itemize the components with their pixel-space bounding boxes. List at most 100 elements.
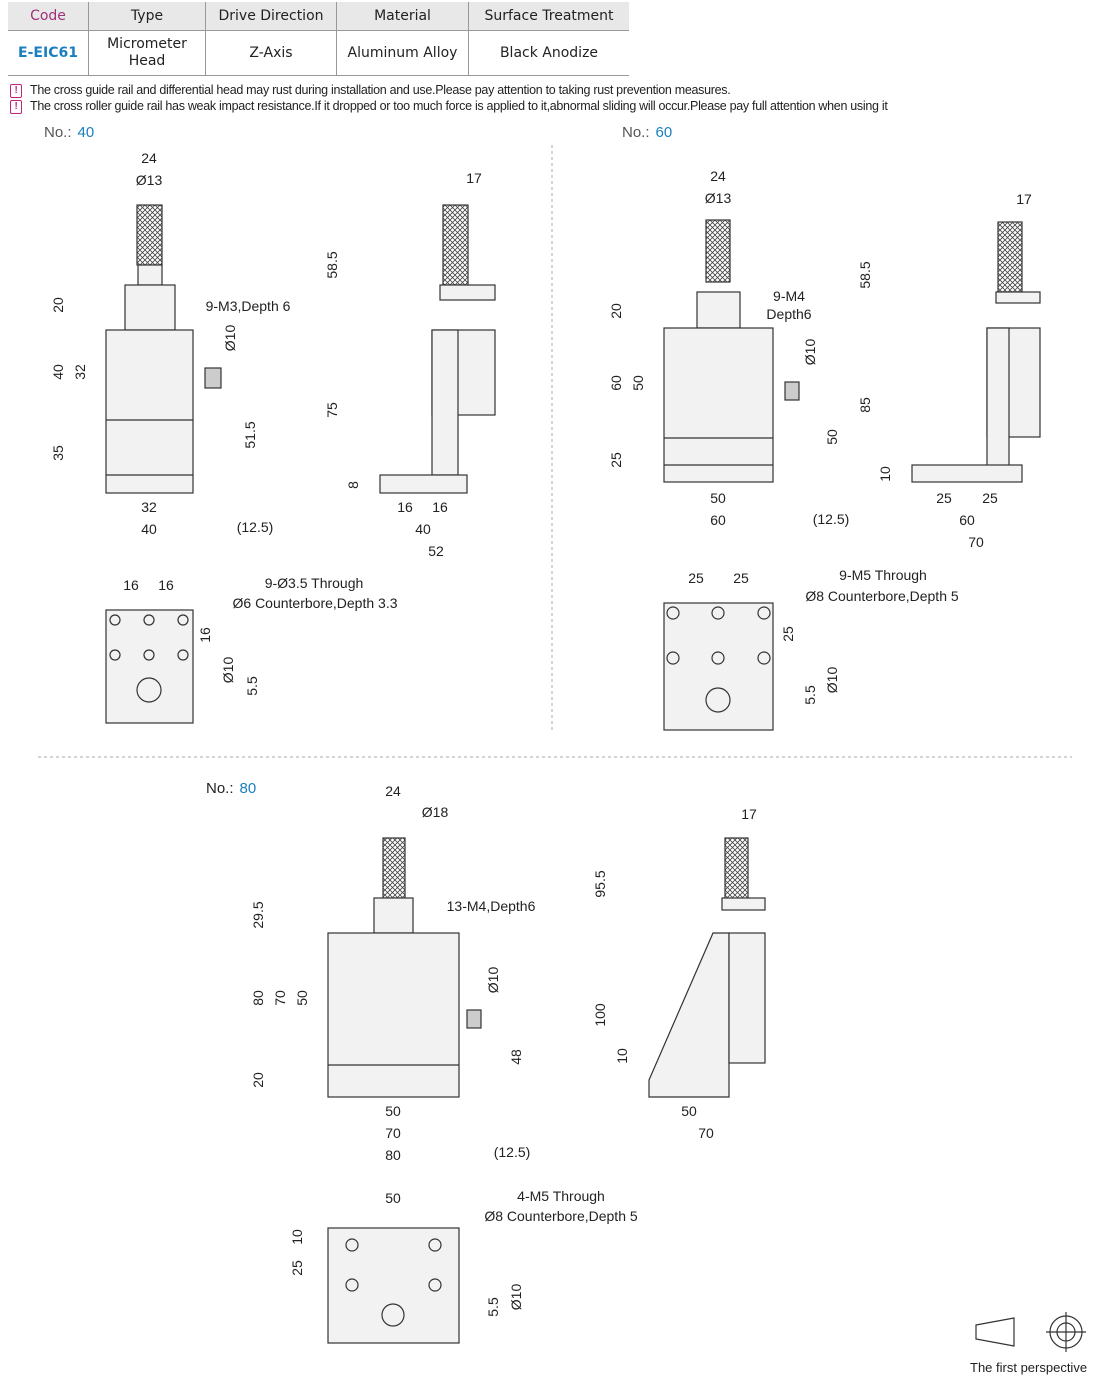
dimension-label: 48 xyxy=(508,1049,524,1065)
dimension-label: 50 xyxy=(824,429,840,445)
dimension-label: 50 xyxy=(294,990,310,1006)
dimension-label: Ø10 xyxy=(802,338,818,366)
notes: ! The cross guide rail and differential h… xyxy=(10,82,1105,114)
no40-side-view xyxy=(379,204,496,494)
dimension-label: Depth6 xyxy=(766,306,812,322)
cell-surface: Black Anodize xyxy=(468,30,629,76)
dimension-label: 4-M5 Through xyxy=(517,1188,605,1204)
dimension-label: 17 xyxy=(1016,191,1032,207)
perspective-label: The first perspective xyxy=(970,1360,1088,1375)
cell-material: Aluminum Alloy xyxy=(336,30,469,76)
header-type: Type xyxy=(88,2,206,31)
dimension-label: 50 xyxy=(710,490,726,506)
model-prefix: No.: xyxy=(206,780,234,797)
spec-table: Code Type Drive Direction Material Surfa… xyxy=(8,2,629,76)
dimension-label: 70 xyxy=(385,1125,401,1141)
model-number: 80 xyxy=(239,780,257,797)
dimension-label: 58.5 xyxy=(324,251,340,279)
dimension-label: 17 xyxy=(741,806,757,822)
dimension-label: 70 xyxy=(698,1125,714,1141)
dimension-label: (12.5) xyxy=(812,511,850,527)
dimension-label: 16 xyxy=(158,577,174,593)
dimension-label: 40 xyxy=(141,521,157,537)
dimension-label: 24 xyxy=(141,150,157,166)
dimension-label: 51.5 xyxy=(242,421,258,449)
dimension-label: 25 xyxy=(936,490,952,506)
note-rust: ! The cross guide rail and differential h… xyxy=(10,82,1105,98)
dimension-label: Ø18 xyxy=(421,804,449,820)
model-prefix: No.: xyxy=(622,124,650,141)
dimension-label: Ø10 xyxy=(508,1283,524,1311)
note-impact: ! The cross roller guide rail has weak im… xyxy=(10,98,1105,114)
model-title-80: No.: 80 xyxy=(206,780,256,797)
no60-front-view xyxy=(663,219,800,483)
dimension-label: 5.5 xyxy=(244,676,260,696)
dimension-label: 25 xyxy=(733,570,749,586)
header-surface: Surface Treatment xyxy=(468,2,629,31)
no80-bottom-view xyxy=(327,1227,460,1344)
dimension-label: 16 xyxy=(397,499,413,515)
dimension-label: Ø8 Counterbore,Depth 5 xyxy=(484,1208,638,1224)
dimension-label: 24 xyxy=(710,168,726,184)
dimension-label: 9-M3,Depth 6 xyxy=(205,298,291,314)
dimension-label: 60 xyxy=(959,512,975,528)
dimension-label: 16 xyxy=(123,577,139,593)
type-line2: Head xyxy=(128,53,166,69)
dimension-label: 70 xyxy=(272,990,288,1006)
dimension-label: 10 xyxy=(614,1048,630,1064)
model-title-60: No.: 60 xyxy=(622,124,672,141)
dimension-label: Ø10 xyxy=(824,666,840,694)
no60-bottom-view xyxy=(663,602,774,731)
dimension-label: 9-M4 xyxy=(773,288,805,304)
dimension-label: 50 xyxy=(681,1103,697,1119)
dimension-label: 20 xyxy=(250,1072,266,1088)
dimension-label: 58.5 xyxy=(857,261,873,289)
dimension-label: Ø10 xyxy=(222,324,238,352)
no40-bottom-view xyxy=(105,609,194,724)
note-text: The cross guide rail and differential he… xyxy=(30,83,731,97)
note-text: The cross roller guide rail has weak imp… xyxy=(30,99,888,113)
dimension-label: Ø8 Counterbore,Depth 5 xyxy=(805,588,959,604)
dimension-label: 50 xyxy=(630,375,646,391)
dimension-label: (12.5) xyxy=(493,1144,531,1160)
cell-drive: Z-Axis xyxy=(205,30,337,76)
warning-icon: ! xyxy=(10,83,22,98)
dimension-label: Ø13 xyxy=(704,190,732,206)
model-number: 40 xyxy=(77,124,95,141)
model-number: 60 xyxy=(655,124,673,141)
model-prefix: No.: xyxy=(44,124,72,141)
dimension-label: 13-M4,Depth6 xyxy=(446,898,536,914)
dimension-label: Ø13 xyxy=(135,172,163,188)
dimension-label: (12.5) xyxy=(236,519,274,535)
header-drive: Drive Direction xyxy=(205,2,337,31)
dimension-label: Ø6 Counterbore,Depth 3.3 xyxy=(232,595,398,611)
header-code: Code xyxy=(8,2,89,31)
dimension-label: 50 xyxy=(385,1190,401,1206)
first-angle-projection-icon xyxy=(975,1312,1086,1352)
dimension-label: 60 xyxy=(710,512,726,528)
dimension-label: 25 xyxy=(982,490,998,506)
dimension-label: 16 xyxy=(197,627,213,643)
dimension-label: 20 xyxy=(608,303,624,319)
dimension-label: 9-M5 Through xyxy=(839,567,927,583)
dimension-label: 100 xyxy=(592,1003,608,1027)
dimension-label: 95.5 xyxy=(592,870,608,898)
model-title-40: No.: 40 xyxy=(44,124,94,141)
no80-side-view xyxy=(648,837,766,1098)
dimension-label: 75 xyxy=(324,402,340,418)
dimension-label: 85 xyxy=(857,397,873,413)
no80-front-view xyxy=(327,837,482,1098)
dimension-label: 40 xyxy=(50,364,66,380)
dimension-label: 70 xyxy=(968,534,984,550)
dimension-label: 5.5 xyxy=(485,1297,501,1317)
type-line1: Micrometer xyxy=(107,36,187,52)
dimension-label: 32 xyxy=(72,364,88,380)
dimension-label: 5.5 xyxy=(802,685,818,705)
header-material: Material xyxy=(336,2,469,31)
dimension-label: Ø10 xyxy=(485,966,501,994)
dimension-label: 80 xyxy=(250,990,266,1006)
warning-icon: ! xyxy=(10,99,22,114)
dimension-label: 10 xyxy=(877,466,893,482)
